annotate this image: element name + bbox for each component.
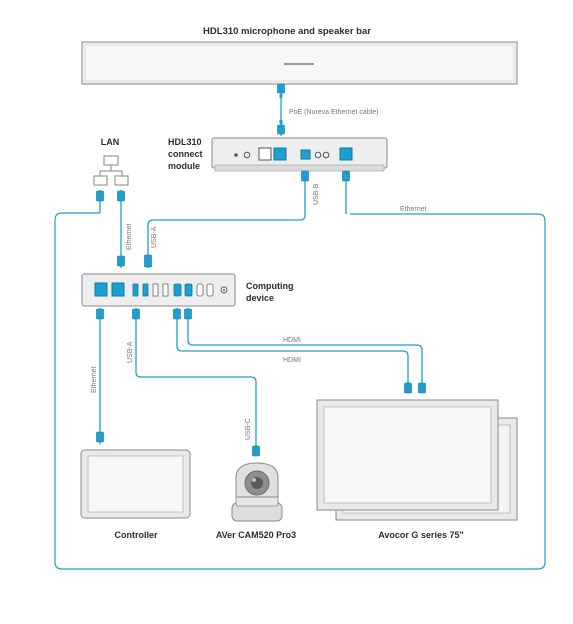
speaker-bar-title: HDL310 microphone and speaker bar — [203, 26, 371, 37]
poe-cable-label: PoE (Nureva Ethernet cable) — [289, 109, 379, 116]
room-frame — [54, 212, 546, 570]
ethernet-module-label: Ethernet — [400, 206, 427, 213]
usb-b-label: USB-B — [313, 183, 320, 205]
ethernet-controller-label: Ethernet — [91, 366, 98, 393]
usb-a-camera-label: USB-A — [127, 341, 134, 363]
computing-device — [81, 273, 236, 307]
ethernet-controller-cable — [96, 308, 104, 444]
connect-module-label-3: module — [168, 161, 200, 171]
computing-device-label-2: device — [246, 293, 274, 303]
ethernet-module-cable — [342, 170, 350, 214]
usb-b-cable — [144, 170, 309, 268]
speaker-bar — [81, 41, 518, 85]
usb-camera-cable — [132, 308, 260, 457]
hdmi-label-2: HDMI — [283, 357, 301, 364]
camera-label: AVer CAM520 Pro3 — [216, 530, 296, 540]
hdmi-cables — [173, 308, 426, 394]
computing-device-label-1: Computing — [246, 281, 294, 291]
display-front — [316, 399, 499, 511]
connect-module-label-2: connect — [168, 149, 203, 159]
poe-cable — [277, 83, 285, 136]
connect-module-label-1: HDL310 — [168, 137, 202, 147]
controller-tablet — [80, 449, 191, 519]
usb-a-module-label: USB-A — [151, 226, 158, 248]
lan-label: LAN — [101, 137, 120, 147]
usb-c-label: USB-C — [245, 418, 252, 440]
hdmi-label-1: HDMI — [283, 337, 301, 344]
controller-label: Controller — [114, 530, 157, 540]
camera — [231, 462, 283, 522]
lan-network-icon — [93, 155, 129, 186]
display-label: Avocor G series 75" — [378, 530, 463, 540]
ethernet-lan-label: Ethernet — [126, 223, 133, 250]
connect-module — [211, 137, 388, 172]
lan-ethernet-cables — [96, 190, 125, 268]
